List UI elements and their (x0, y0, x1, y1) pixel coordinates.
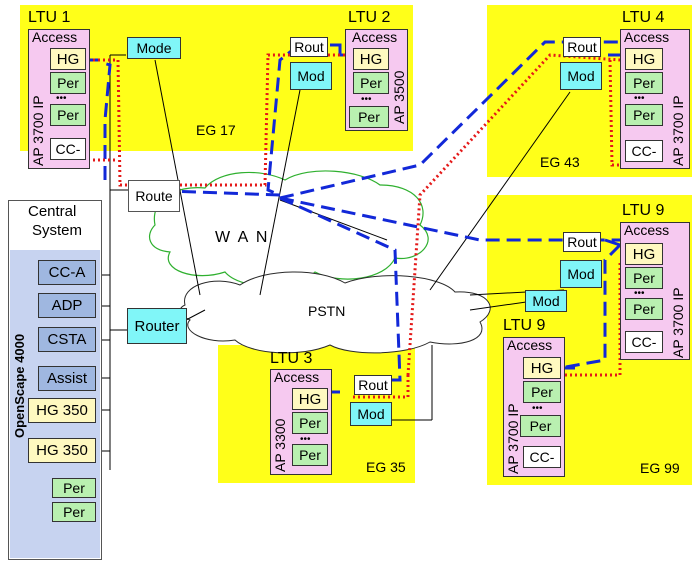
central-title-line2: System (32, 222, 83, 239)
ltu4-per1: Per (625, 72, 663, 94)
wan-label: W A N (215, 229, 270, 246)
ltu3-dots: ••• (300, 434, 311, 445)
ltu1-dots: ••• (56, 93, 67, 104)
ltu4-hg: HG (625, 48, 663, 70)
ltu9b-ap: AP 3700 IP (505, 403, 521, 474)
openscape-label: OpenScape 4000 (12, 333, 27, 438)
ltu9b-per2: Per (520, 415, 561, 437)
ltu4-ap: AP 3700 IP (670, 95, 686, 166)
ltu2-title: LTU 2 (348, 9, 391, 26)
ltu2-dots: ••• (361, 94, 372, 105)
ltu3-ap: AP 3300 (272, 418, 288, 472)
ltu1-ap: AP 3700 IP (30, 95, 46, 166)
ltu4-cc: CC- (625, 140, 663, 162)
ltu9b-per1: Per (523, 381, 561, 403)
ltu3-per1: Per (292, 412, 328, 434)
ltu9a-per1: Per (625, 267, 663, 289)
ltu4-per2: Per (625, 104, 663, 126)
pstn-cloud (179, 271, 491, 354)
ltu1-access: Access (32, 29, 78, 45)
ltu9a-title: LTU 9 (622, 202, 665, 219)
ltu3-mod: Mod (350, 402, 392, 426)
ltu1-title: LTU 1 (28, 9, 71, 26)
ltu2-ap: AP 3500 (391, 70, 407, 124)
module-adp: ADP (38, 293, 96, 318)
ltu3-title: LTU 3 (270, 350, 313, 367)
ltu2-per2: Per (349, 106, 389, 128)
module-csta: CSTA (38, 327, 96, 352)
ltu9b-cc: CC- (523, 446, 561, 468)
ltu3-hg: HG (292, 388, 328, 410)
ltu9a-access: Access (624, 222, 670, 238)
ltu3-rout: Rout (354, 375, 392, 395)
ltu4-mod: Mod (560, 62, 602, 90)
ltu1-cc: CC- (50, 138, 86, 160)
ltu9b-eg: EG 99 (640, 460, 680, 476)
ltu1-per2: Per (50, 104, 86, 126)
ltu9a-mod: Mod (560, 260, 602, 288)
ltu9a-hg: HG (625, 243, 663, 265)
ltu9b-access: Access (507, 337, 553, 353)
wan-cloud (148, 170, 429, 287)
module-cc-a: CC-A (38, 260, 96, 285)
ltu3-per2: Per (292, 444, 328, 466)
module-per-1: Per (52, 478, 96, 498)
ltu9a-dots: ••• (634, 288, 645, 299)
ltu1-per1: Per (50, 72, 86, 94)
ltu4-eg: EG 43 (540, 154, 580, 170)
central-title-line1: Central (28, 203, 77, 220)
ltu4-dots: ••• (634, 93, 645, 104)
ltu4-title: LTU 4 (622, 9, 665, 26)
ltu3-access: Access (274, 369, 320, 385)
ltu9b-mod: Mod (525, 290, 567, 312)
ltu2-access: Access (352, 29, 398, 45)
pstn-label: PSTN (308, 303, 346, 319)
ltu4-rout: Rout (563, 37, 601, 57)
ltu9b-dots: ••• (532, 403, 543, 414)
ltu9a-per2: Per (625, 298, 663, 320)
ltu2-hg: HG (353, 48, 389, 70)
ltu9b-hg: HG (523, 357, 561, 379)
ltu2-per1: Per (353, 72, 389, 94)
module-hg350-2: HG 350 (28, 438, 96, 463)
ltu4-access: Access (624, 29, 670, 45)
ltu9a-rout: Rout (563, 232, 601, 252)
ltu9b-title: LTU 9 (503, 317, 546, 334)
ltu2-mod: Mod (290, 62, 332, 90)
ltu9a-cc: CC- (625, 331, 663, 353)
module-assist: Assist (38, 366, 96, 391)
module-hg350-1: HG 350 (28, 398, 96, 423)
wan-route-box: Route (128, 180, 180, 212)
ltu9a-ap: AP 3700 IP (670, 287, 686, 358)
ltu1-mode: Mode (127, 37, 181, 59)
module-per-2: Per (52, 502, 96, 522)
ltu1-eg: EG 17 (196, 122, 236, 138)
ltu3-eg: EG 35 (366, 459, 406, 475)
ltu1-hg: HG (50, 48, 86, 70)
ltu2-rout: Rout (290, 37, 328, 57)
central-router: Router (127, 308, 187, 344)
